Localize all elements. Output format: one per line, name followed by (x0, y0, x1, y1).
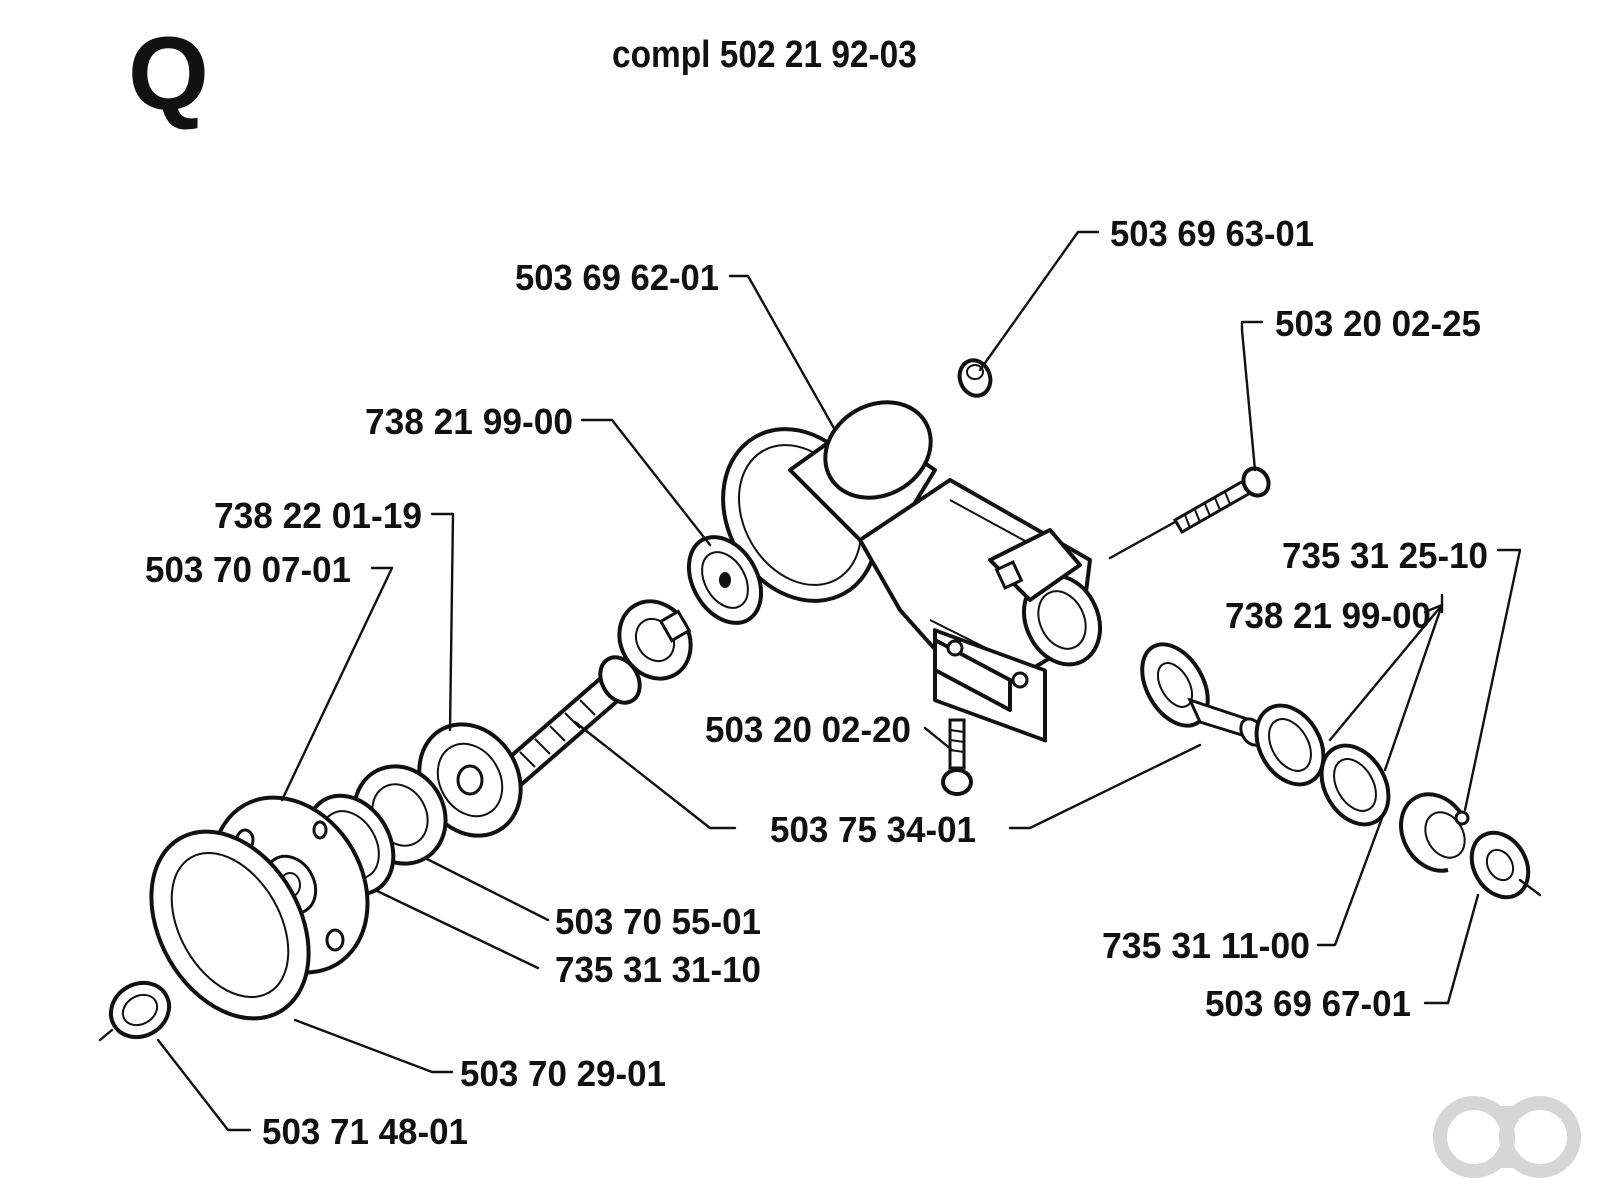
blade-nut (98, 980, 172, 1042)
part-label-503-70-29-01: 503 70 29-01 (460, 1053, 666, 1094)
bevel-gear (617, 599, 693, 681)
part-label-503-71-48-01: 503 71 48-01 (262, 1111, 468, 1152)
part-labels: 503 69 63-01 503 69 62-01 503 20 02-25 7… (145, 213, 1488, 1152)
input-sleeve (1469, 830, 1542, 900)
section-letter: Q (128, 16, 209, 132)
input-pinion-shaft (1140, 642, 1265, 747)
lower-screw (941, 718, 973, 796)
part-label-503-69-62-01: 503 69 62-01 (515, 257, 719, 298)
part-label-503-69-67-01: 503 69 67-01 (1205, 983, 1411, 1024)
part-label-503-70-55-01: 503 70 55-01 (555, 901, 761, 942)
grease-plug (957, 358, 993, 398)
watermark-logo (1433, 1096, 1581, 1178)
clamp-screw (1172, 466, 1271, 535)
part-label-735-31-31-10: 735 31 31-10 (555, 949, 761, 990)
part-label-735-31-25-10: 735 31 25-10 (1282, 535, 1488, 576)
assembly-title: compl 502 21 92-03 (612, 34, 917, 76)
circlip (1399, 792, 1470, 873)
part-label-735-31-11-00: 735 31 11-00 (1102, 925, 1310, 966)
blade-support-cup (149, 829, 311, 1021)
part-label-503-69-63-01: 503 69 63-01 (1110, 213, 1314, 254)
part-label-738-21-99-00-upper: 738 21 99-00 (365, 401, 573, 442)
leader-lines (156, 230, 1522, 1132)
part-label-503-20-02-20: 503 20 02-20 (705, 709, 911, 750)
part-label-503-75-34-01: 503 75 34-01 (770, 809, 976, 850)
part-label-738-22-01-19: 738 22 01-19 (214, 495, 422, 536)
output-shaft (493, 655, 642, 792)
upper-bearing (686, 535, 764, 625)
gear-housing (721, 400, 1102, 743)
input-bearing-2 (1319, 743, 1391, 827)
part-label-503-20-02-25: 503 20 02-25 (1275, 303, 1481, 344)
part-label-503-70-07-01: 503 70 07-01 (145, 549, 351, 590)
part-label-738-21-99-00-lower: 738 21 99-00 (1225, 595, 1431, 636)
input-bearing-1 (1254, 703, 1326, 787)
